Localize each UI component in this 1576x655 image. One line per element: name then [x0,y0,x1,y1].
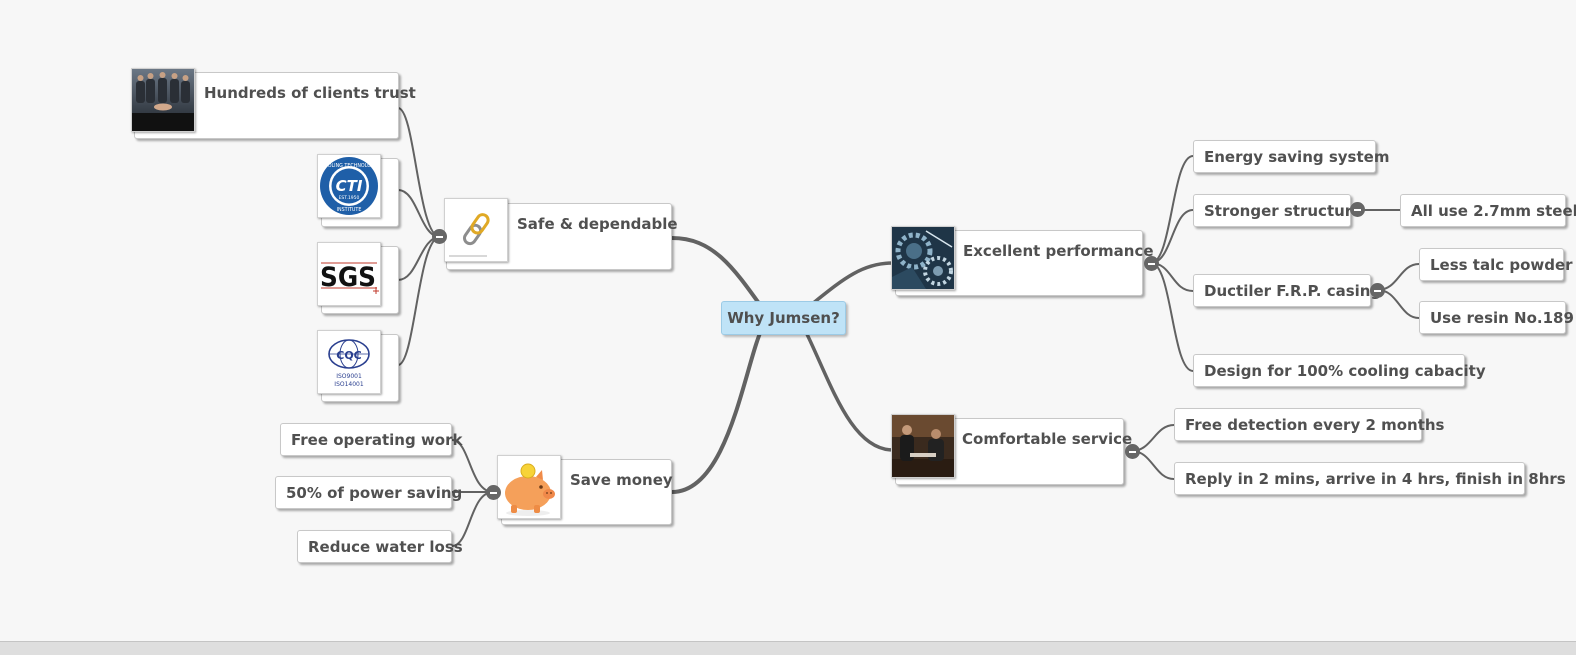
bottom-status-bar [0,641,1576,655]
connector-safe-clients [397,107,441,238]
cqc-iso9001-text: ISO9001 [336,373,362,380]
node-stronger-structure-label: Stronger structure [1204,201,1363,220]
node-all-use-steel[interactable]: All use 2.7mm steel [1400,194,1576,227]
business-handshake-photo [131,68,195,132]
node-hundreds-clients-trust-label: Hundreds of clients trust [204,84,416,102]
piggy-bank-icon [497,455,561,519]
collapse-comfortable-service[interactable] [1125,444,1140,459]
connector-root-money [670,322,766,494]
node-free-detection-label: Free detection every 2 months [1185,415,1445,434]
node-free-operating-work[interactable]: Free operating work [280,423,462,456]
node-power-saving[interactable]: 50% of power saving [275,476,462,509]
cti-logo-sub-text: EST.1950 [339,195,360,201]
node-less-talc-powder[interactable]: Less talc powder [1419,248,1573,281]
node-free-operating-work-label: Free operating work [291,430,463,449]
cti-logo: COOLING TECHNOLOGY CTI EST.1950 INSTITUT… [317,154,381,218]
root-topic[interactable]: Why Jumsen? [721,301,846,335]
node-ductiler-frp-casing-label: Ductiler F.R.P. casing [1204,281,1382,300]
node-reduce-water-loss[interactable]: Reduce water loss [297,530,463,563]
topic-excellent-performance-label: Excellent performance [963,242,1154,260]
topic-comfortable-service-label: Comfortable service [962,430,1133,448]
node-stronger-structure[interactable]: Stronger structure [1193,194,1362,227]
collapse-excellent-performance[interactable] [1144,256,1159,271]
cqc-logo-text: CQC [336,349,362,362]
node-energy-saving-system-label: Energy saving system [1204,147,1390,166]
topic-safe-dependable-label: Safe & dependable [517,215,678,233]
business-meeting-photo [891,414,955,478]
connector-safe-cqc [397,236,441,366]
cti-logo-mid-text: CTI [336,177,363,195]
sgs-logo: SGS [317,242,381,306]
cti-logo-top-text: COOLING TECHNOLOGY [321,163,378,169]
cqc-iso14001-text: ISO14001 [334,381,364,388]
cti-logo-bottom-text: INSTITUTE [337,207,362,213]
collapse-safe-dependable[interactable] [432,229,447,244]
node-power-saving-label: 50% of power saving [286,483,463,502]
node-reply-arrive-finish[interactable]: Reply in 2 mins, arrive in 4 hrs, finish… [1174,462,1566,495]
node-free-detection[interactable]: Free detection every 2 months [1174,408,1445,441]
node-design-cooling-capacity-label: Design for 100% cooling cabacity [1204,361,1486,380]
connector-root-service [802,326,895,452]
node-reduce-water-loss-label: Reduce water loss [308,537,463,556]
node-energy-saving-system[interactable]: Energy saving system [1193,140,1389,173]
chain-link-icon [444,198,508,262]
topic-save-money-label: Save money [570,471,673,489]
root-topic-label: Why Jumsen? [727,309,840,327]
connector-perf-energy [1150,155,1194,264]
node-use-resin[interactable]: Use resin No.189 [1419,301,1574,334]
connector-root-performance [810,261,895,306]
node-less-talc-powder-label: Less talc powder [1430,255,1573,274]
collapse-stronger-structure[interactable] [1350,202,1365,217]
collapse-ductiler-frp-casing[interactable] [1370,283,1385,298]
node-ductiler-frp-casing[interactable]: Ductiler F.R.P. casing [1193,274,1381,307]
node-use-resin-label: Use resin No.189 [1430,308,1574,327]
collapse-save-money[interactable] [486,485,501,500]
industrial-gears-photo [891,226,955,290]
connector-safe-sgs [397,236,441,281]
cqc-logo: CQC ISO9001 ISO14001 [317,330,381,394]
node-reply-arrive-finish-label: Reply in 2 mins, arrive in 4 hrs, finish… [1185,469,1566,488]
connector-casing-resin [1377,289,1420,319]
node-design-cooling-capacity[interactable]: Design for 100% cooling cabacity [1193,354,1486,387]
connector-perf-design [1150,262,1194,372]
node-all-use-steel-label: All use 2.7mm steel [1411,201,1576,220]
connector-perf-structure [1150,209,1194,264]
